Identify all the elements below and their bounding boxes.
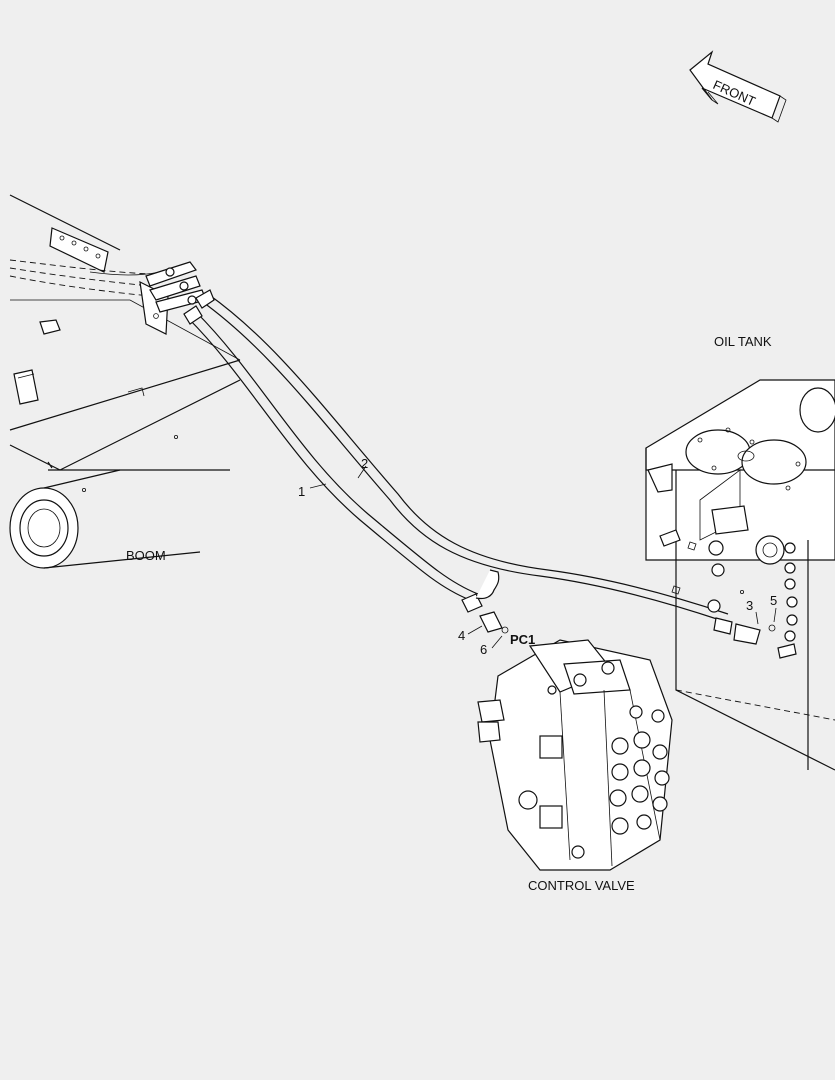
control-valve [477, 639, 673, 871]
port-pc1-label: PC1 [510, 632, 535, 647]
oil-tank-label: OIL TANK [714, 334, 772, 349]
callout-2: 2 [361, 456, 368, 471]
callout-5: 5 [770, 593, 777, 608]
boom-label: BOOM [126, 548, 166, 563]
callout-1: 1 [298, 484, 305, 499]
callout-3: 3 [746, 598, 753, 613]
front-arrow-icon: FRONT [689, 50, 787, 123]
leader-lines [309, 465, 777, 649]
oil-tank [645, 379, 835, 771]
callout-4: 4 [458, 628, 465, 643]
hose-assembly [183, 289, 776, 645]
control-valve-label: CONTROL VALVE [528, 878, 635, 893]
callout-6: 6 [480, 642, 487, 657]
boom-structure [9, 194, 241, 569]
